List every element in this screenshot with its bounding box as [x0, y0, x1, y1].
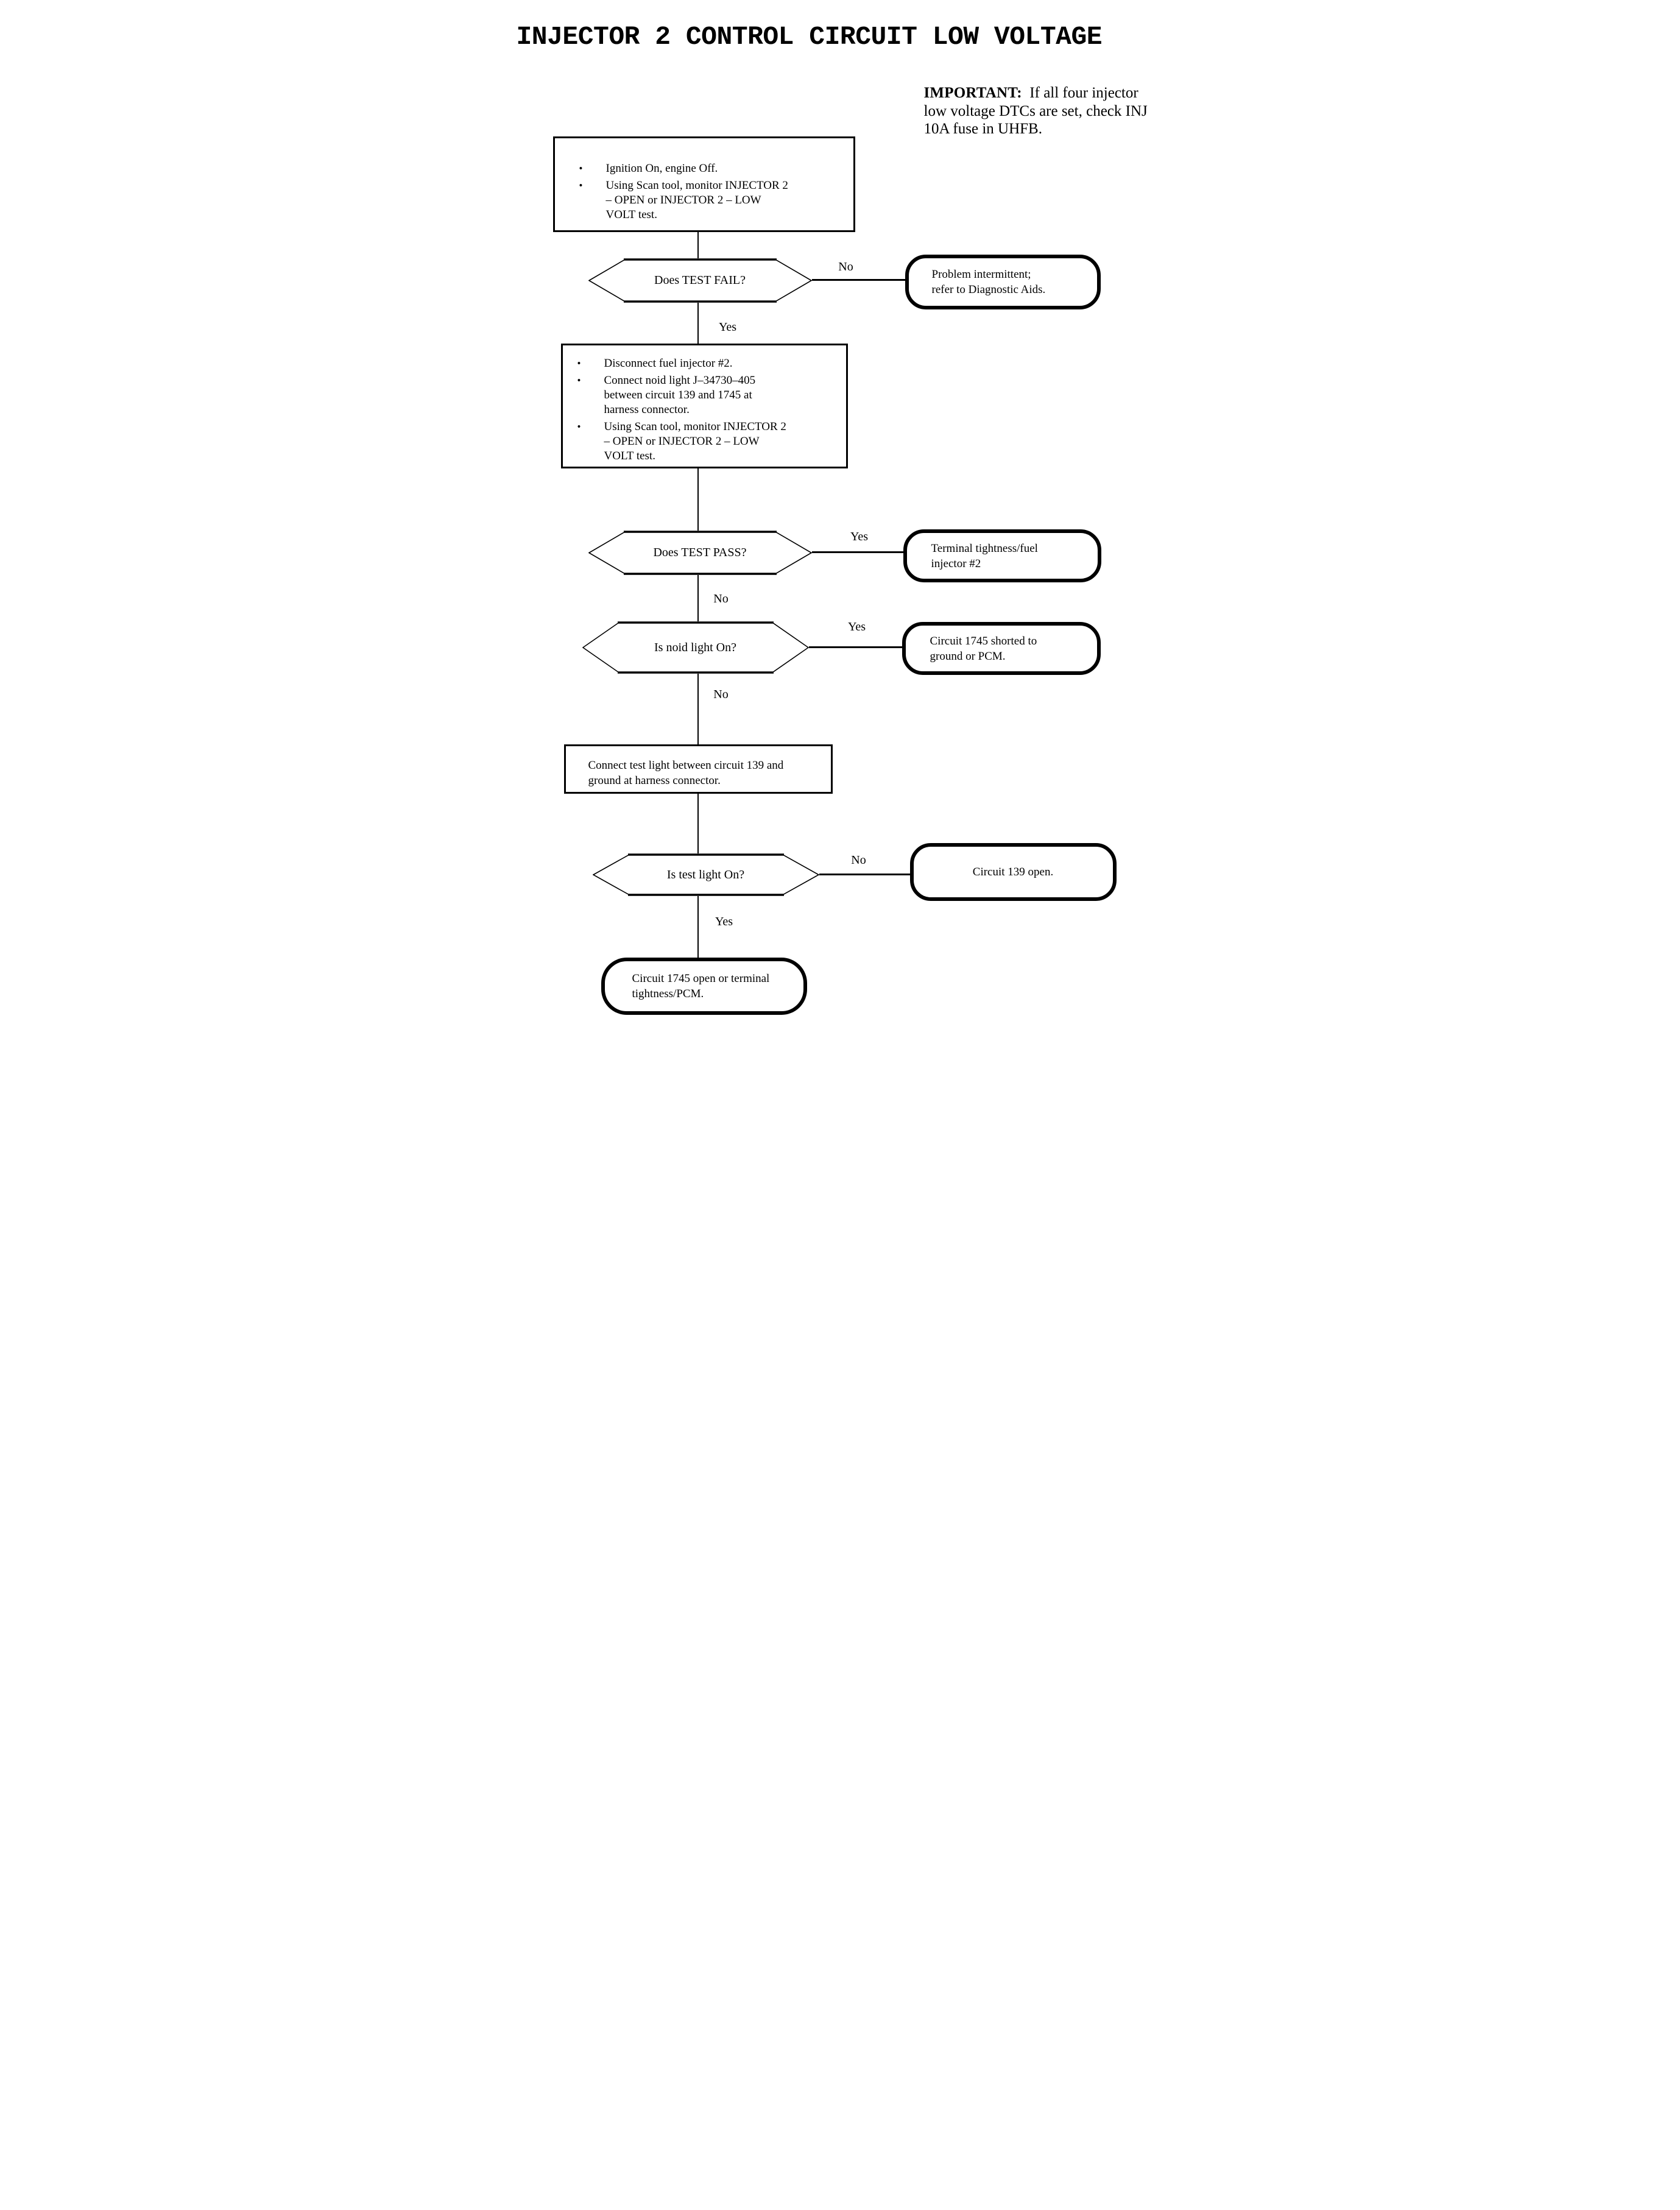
result-text: Circuit 1745 open or terminal tightness/…: [632, 972, 770, 1000]
step-text: Connect test light between circuit 139 a…: [588, 759, 784, 787]
connector-line: [697, 232, 699, 258]
result-box-problem-intermittent: Problem intermittent; refer to Diagnosti…: [905, 255, 1101, 309]
branch-label-no: No: [838, 260, 853, 274]
connector-line: [811, 551, 903, 553]
branch-label-yes: Yes: [850, 530, 869, 543]
connector-line: [697, 794, 699, 853]
step-text: Using Scan tool, monitor INJECTOR 2 – OP…: [604, 420, 786, 462]
connector-line: [697, 896, 699, 958]
connector-line: [697, 468, 699, 531]
connector-line: [819, 874, 910, 875]
process-box-noid-light-test: • Disconnect fuel injector #2. • Connect…: [560, 344, 848, 468]
decision-question: Does TEST PASS?: [653, 546, 747, 559]
important-note: IMPORTANT: If all four injector low volt…: [924, 84, 1204, 138]
result-text: Circuit 1745 shorted to ground or PCM.: [930, 634, 1037, 663]
step-text: Connect noid light J–34730–405 between c…: [604, 374, 756, 416]
list-item: • Using Scan tool, monitor INJECTOR 2 – …: [577, 420, 841, 464]
result-box-terminal-tightness: Terminal tightness/fuel injector #2: [903, 529, 1101, 582]
result-box-circuit-1745-shorted: Circuit 1745 shorted to ground or PCM.: [902, 622, 1101, 675]
branch-label-yes: Yes: [847, 620, 866, 634]
decision-does-test-pass: Does TEST PASS?: [587, 531, 813, 575]
result-text: Problem intermittent; refer to Diagnosti…: [931, 268, 1046, 296]
branch-label-yes: Yes: [715, 915, 733, 928]
connector-line: [808, 646, 902, 648]
list-item: • Using Scan tool, monitor INJECTOR 2 – …: [579, 178, 847, 222]
result-text: Terminal tightness/fuel injector #2: [931, 542, 1038, 570]
bullet-icon: •: [579, 180, 583, 191]
hexagon-shape-icon: [587, 531, 813, 575]
decision-does-test-fail: Does TEST FAIL?: [587, 258, 813, 303]
list-item: • Ignition On, engine Off.: [579, 161, 847, 176]
document-page: INJECTOR 2 CONTROL CIRCUIT LOW VOLTAGE I…: [420, 0, 1260, 1105]
step-text: Ignition On, engine Off.: [605, 162, 718, 175]
connector-line: [697, 575, 699, 621]
branch-label-no: No: [713, 688, 729, 701]
decision-question: Is noid light On?: [654, 640, 736, 654]
decision-is-noid-light-on: Is noid light On?: [582, 621, 809, 674]
bullet-icon: •: [577, 421, 581, 432]
process-box-test-light: Connect test light between circuit 139 a…: [563, 744, 833, 794]
branch-label-no: No: [713, 592, 729, 605]
step-text: Using Scan tool, monitor INJECTOR 2 – OP…: [605, 179, 788, 221]
bullet-icon: •: [579, 163, 583, 174]
hexagon-shape-icon: [591, 853, 820, 896]
decision-question: Is test light On?: [666, 867, 745, 881]
page-title: INJECTOR 2 CONTROL CIRCUIT LOW VOLTAGE: [516, 22, 1103, 52]
branch-label-no: No: [851, 853, 866, 867]
result-text: Circuit 139 open.: [972, 866, 1054, 878]
connector-line: [697, 303, 699, 344]
list-item: • Connect noid light J–34730–405 between…: [577, 373, 841, 417]
decision-question: Does TEST FAIL?: [654, 274, 746, 287]
decision-is-test-light-on: Is test light On?: [591, 853, 820, 896]
connector-line: [697, 674, 699, 744]
bullet-icon: •: [577, 358, 581, 369]
result-box-circuit-139-open: Circuit 139 open.: [909, 843, 1117, 901]
list-item: • Disconnect fuel injector #2.: [577, 356, 841, 371]
hexagon-shape-icon: [587, 258, 813, 303]
branch-label-yes: Yes: [718, 320, 737, 334]
important-text: If all four injector low voltage DTCs ar…: [923, 85, 1148, 137]
connector-line: [811, 279, 905, 281]
process-box-initial-test: • Ignition On, engine Off. • Using Scan …: [552, 136, 855, 232]
result-box-circuit-1745-open: Circuit 1745 open or terminal tightness/…: [601, 958, 807, 1015]
important-label: IMPORTANT:: [923, 85, 1022, 101]
bullet-icon: •: [577, 375, 581, 386]
hexagon-shape-icon: [582, 621, 809, 674]
step-text: Disconnect fuel injector #2.: [604, 357, 733, 370]
